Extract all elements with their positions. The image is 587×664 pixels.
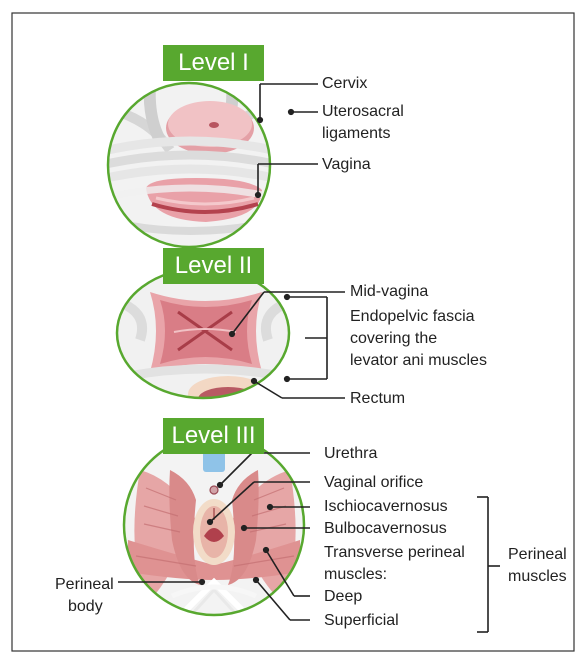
label-ischiocavernosus: Ischiocavernosus [324,497,448,516]
label-endopelvic-line2: covering the [350,329,437,348]
label-perineal-muscles-line1: Perineal [508,545,567,564]
label-endopelvic-line3: levator ani muscles [350,351,487,370]
label-transverse-line2: muscles: [324,565,387,584]
label-mid-vagina: Mid-vagina [350,282,428,301]
level-1-badge: Level I [163,45,264,81]
label-transverse-line1: Transverse perineal [324,543,465,562]
label-endopelvic-line1: Endopelvic fascia [350,307,475,326]
label-vaginal-orifice: Vaginal orifice [324,473,423,492]
label-urethra: Urethra [324,444,377,463]
label-rectum: Rectum [350,389,405,408]
level-3-badge: Level III [163,418,264,454]
label-vagina: Vagina [322,155,371,174]
label-cervix: Cervix [322,74,367,93]
label-deep: Deep [324,587,362,606]
label-superficial: Superficial [324,611,399,630]
level-2-badge: Level II [163,248,264,284]
label-perineal-muscles-line2: muscles [508,567,567,586]
label-uterosacral-line2: ligaments [322,124,390,143]
label-uterosacral-line1: Uterosacral [322,102,404,121]
label-bulbocavernosus: Bulbocavernosus [324,519,447,538]
label-perineal-body-line1: Perineal [55,575,114,594]
label-perineal-body-line2: body [68,597,103,616]
